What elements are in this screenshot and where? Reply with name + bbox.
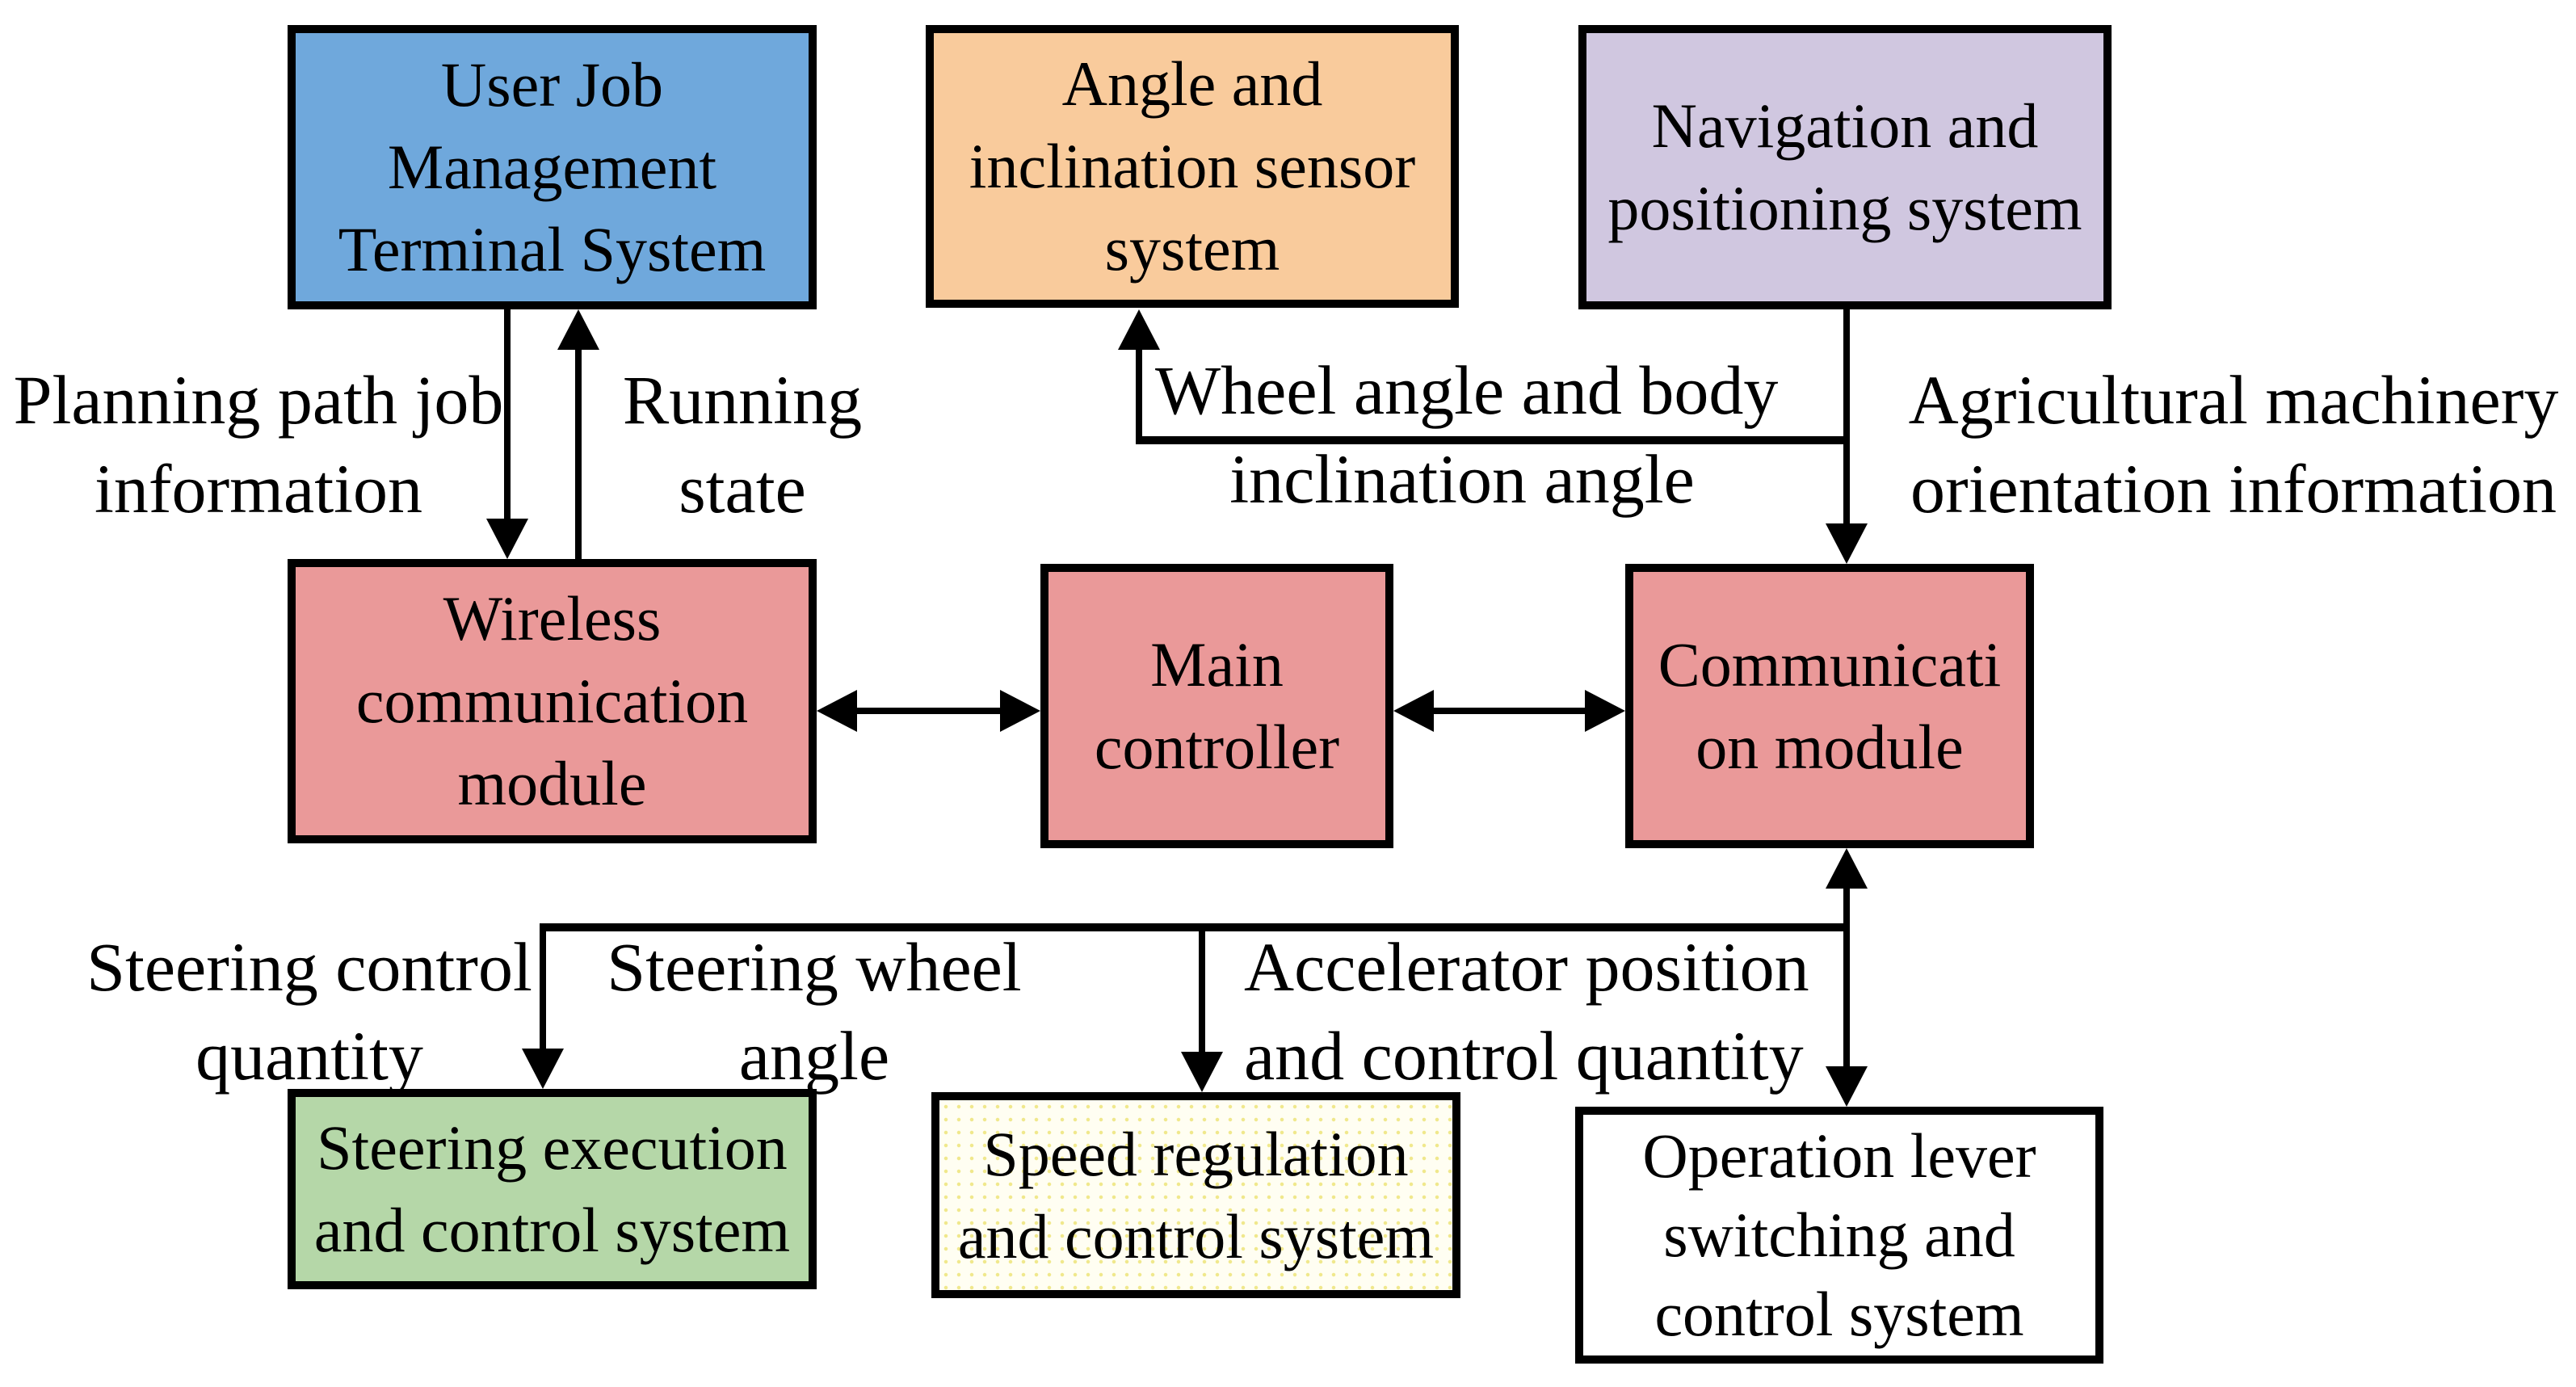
box-label-line: and control system	[313, 1195, 791, 1265]
box-label-line: User Job	[440, 49, 664, 120]
arrowhead-up-icon	[1826, 848, 1868, 889]
arrowhead-down-icon	[1181, 1052, 1223, 1092]
arrowhead-right-icon	[1585, 690, 1625, 732]
box-label-line: Management	[387, 132, 717, 202]
branch-bus-horizontal-line	[540, 923, 1850, 931]
box-navigation-and-positioning-system: Navigation and positioning system	[1578, 25, 2112, 309]
box-user-job-management-terminal-system: User Job Management Terminal System	[288, 25, 817, 309]
box-label-line: Main	[1150, 629, 1284, 700]
label-line: orientation information	[1910, 450, 2557, 527]
label-line: state	[679, 450, 806, 527]
label-line: Wheel angle and body	[1155, 351, 1779, 429]
label-line: Steering control	[86, 928, 532, 1006]
box-operation-lever-switching-and-control-system: Operation lever switching and control sy…	[1575, 1107, 2103, 1364]
box-label-line: system	[1104, 213, 1280, 284]
box-label-line: module	[457, 748, 647, 818]
arrow-wheel-angle-vertical-line	[1136, 347, 1142, 444]
arrowhead-down-icon	[1826, 523, 1868, 564]
label-line: information	[94, 450, 423, 527]
label-line: Agricultural machinery	[1908, 361, 2559, 439]
box-speed-regulation-and-control-system: Speed regulation and control system	[931, 1092, 1460, 1298]
label-line: Running	[622, 361, 863, 439]
box-steering-execution-and-control-system: Steering execution and control system	[288, 1089, 817, 1289]
arrowhead-left-icon	[817, 690, 857, 732]
box-angle-and-inclination-sensor-system: Angle and inclination sensor system	[926, 25, 1459, 308]
arrowhead-down-icon	[522, 1049, 564, 1089]
arrow-steering-drop-line	[540, 923, 546, 1051]
label-planning-path-job-information: Planning path job information	[0, 355, 517, 533]
arrowhead-up-icon	[1118, 309, 1160, 350]
label-running-state: Running state	[581, 355, 904, 533]
label-line: Planning path job	[13, 361, 504, 439]
label-accelerator-position-and-control-quantity: Accelerator position and control quantit…	[1244, 923, 1809, 1100]
arrow-wheel-angle-horizontal-line	[1136, 436, 1850, 444]
arrow-navigation-feed-line	[1843, 309, 1850, 526]
box-label-line: inclination sensor	[969, 131, 1416, 201]
box-communication-module: Communicati on module	[1625, 564, 2034, 848]
label-agricultural-machinery-orientation-information: Agricultural machinery orientation infor…	[1906, 355, 2561, 533]
label-steering-control-quantity: Steering control quantity	[47, 923, 572, 1100]
arrow-communication-operation-line	[1843, 885, 1850, 1070]
arrow-running-state-line	[575, 347, 582, 559]
arrowhead-left-icon	[1393, 690, 1434, 732]
box-label-line: Steering execution	[317, 1112, 788, 1183]
box-label-line: positioning system	[1607, 173, 2082, 243]
label-wheel-angle-and-body-inclination-angle: Wheel angle and body inclination angle	[1155, 346, 1779, 523]
box-label-line: Navigation and	[1651, 90, 2039, 161]
label-line: Steering wheel	[607, 928, 1022, 1006]
box-label-line: Wireless	[443, 583, 662, 654]
box-label-line: Operation lever	[1642, 1120, 2036, 1191]
box-label-line: switching and	[1663, 1200, 2015, 1270]
arrowhead-down-icon	[1826, 1066, 1868, 1107]
box-label-line: Speed regulation	[983, 1118, 1409, 1189]
arrowhead-right-icon	[1000, 690, 1040, 732]
label-line: and control quantity	[1244, 1017, 1804, 1095]
arrow-speed-drop-line	[1199, 923, 1205, 1054]
label-line: angle	[738, 1017, 890, 1095]
arrowhead-down-icon	[486, 519, 528, 559]
box-label-line: Terminal System	[338, 214, 767, 284]
box-label-line: Angle and	[1061, 48, 1323, 119]
arrow-wireless-main-line	[852, 708, 1006, 714]
arrowhead-up-icon	[557, 309, 599, 350]
box-label-line: Communicati	[1658, 629, 2002, 700]
label-steering-wheel-angle: Steering wheel angle	[564, 923, 1065, 1100]
label-line: Accelerator position	[1244, 928, 1809, 1006]
box-label-line: on module	[1696, 712, 1964, 782]
box-label-line: controller	[1094, 712, 1340, 782]
box-label-line: and control system	[957, 1200, 1435, 1271]
label-line: inclination angle	[1229, 440, 1695, 518]
box-wireless-communication-module: Wireless communication module	[288, 559, 817, 843]
box-label-line: control system	[1654, 1279, 2024, 1349]
box-label-line: communication	[355, 666, 749, 736]
arrow-main-communication-line	[1430, 708, 1590, 714]
label-line: quantity	[195, 1017, 423, 1095]
box-main-controller: Main controller	[1040, 564, 1393, 848]
arrow-planning-path-line	[504, 309, 511, 521]
